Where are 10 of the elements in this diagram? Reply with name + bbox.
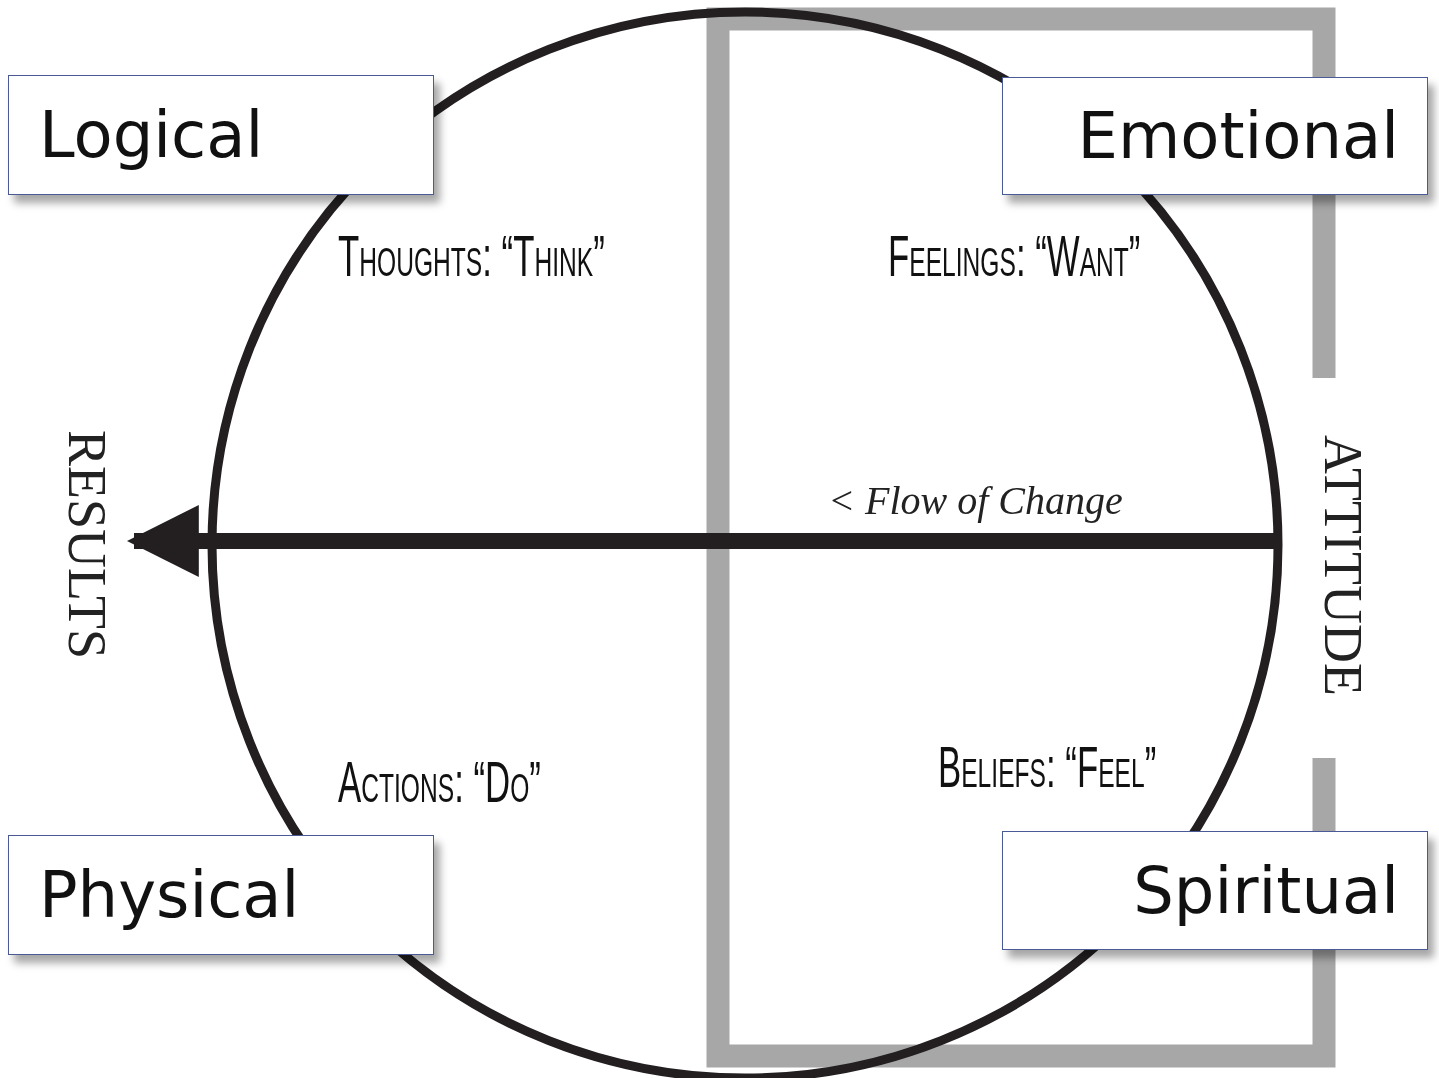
category-box: Spiritual xyxy=(1002,831,1428,950)
axis-label: ATTITUDE xyxy=(1316,435,1370,696)
category-box: Logical xyxy=(8,75,434,195)
quadrant-label: Beliefs: “Feel” xyxy=(938,733,1157,800)
quadrant-label: Feelings: “Want” xyxy=(888,222,1141,289)
category-box: Emotional xyxy=(1002,77,1428,195)
category-box: Physical xyxy=(8,835,434,955)
quadrant-label: Thoughts: “Think” xyxy=(338,222,605,289)
quadrant-label: Actions: “Do” xyxy=(338,748,541,815)
axis-label: RESULTS xyxy=(60,430,114,660)
